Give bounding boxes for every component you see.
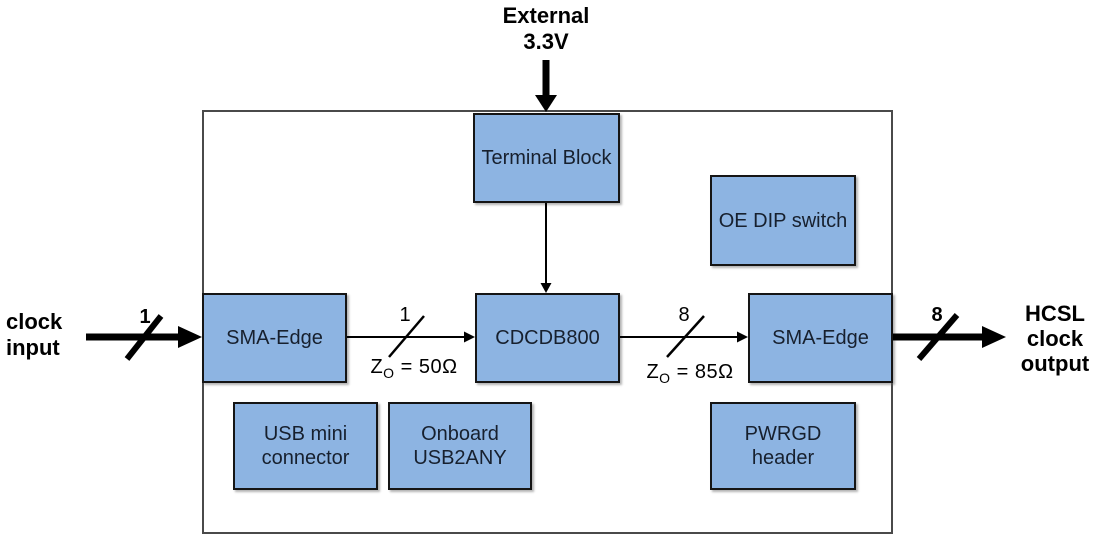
- source-impedance-symbol: Z: [370, 356, 384, 378]
- box-onboard-usb2any: Onboard USB2ANY: [388, 402, 532, 490]
- cdcdb800-label: CDCDB800: [495, 327, 600, 349]
- box-terminal-block: Terminal Block: [473, 113, 620, 203]
- source-impedance-label: ZO = 50Ω: [352, 356, 476, 381]
- external-supply-arrow: [535, 60, 557, 112]
- external-supply-label: External 3.3V: [502, 3, 590, 54]
- terminal-block-label: Terminal Block: [481, 147, 612, 169]
- box-usb-mini-connector: USB mini connector: [233, 402, 378, 490]
- clock-input-label: clock input: [6, 309, 63, 360]
- cdcdb800-to-sma-bus-width: 8: [678, 304, 690, 326]
- box-cdcdb800: CDCDB800: [475, 293, 620, 383]
- output-impedance-label: ZO = 85Ω: [628, 361, 752, 386]
- source-impedance-value: = 50Ω: [394, 356, 458, 378]
- box-pwrgd-header: PWRGD header: [710, 402, 856, 490]
- box-oe-dip-switch: OE DIP switch: [710, 175, 856, 266]
- sma-edge-output-label: SMA-Edge: [772, 327, 869, 349]
- output-impedance-subscript: O: [659, 370, 671, 386]
- oe-dip-switch-label: OE DIP switch: [718, 209, 848, 232]
- output-impedance-symbol: Z: [646, 361, 660, 383]
- output-impedance-value: = 85Ω: [670, 361, 734, 383]
- usb-mini-connector-label: USB mini connector: [261, 423, 350, 469]
- sma-edge-input-label: SMA-Edge: [226, 327, 323, 349]
- hcsl-clock-output-label: HCSL clock output: [1020, 301, 1090, 376]
- pwrgd-header-label: PWRGD header: [744, 423, 822, 469]
- clock-input-bus-width: 1: [139, 306, 151, 328]
- onboard-usb2any-label: Onboard USB2ANY: [413, 423, 507, 469]
- box-sma-edge-output: SMA-Edge: [748, 293, 893, 383]
- source-impedance-subscript: O: [383, 365, 395, 381]
- box-sma-edge-input: SMA-Edge: [202, 293, 347, 383]
- clock-output-bus-width: 8: [931, 304, 943, 326]
- sma-to-cdcdb800-bus-width: 1: [399, 304, 411, 326]
